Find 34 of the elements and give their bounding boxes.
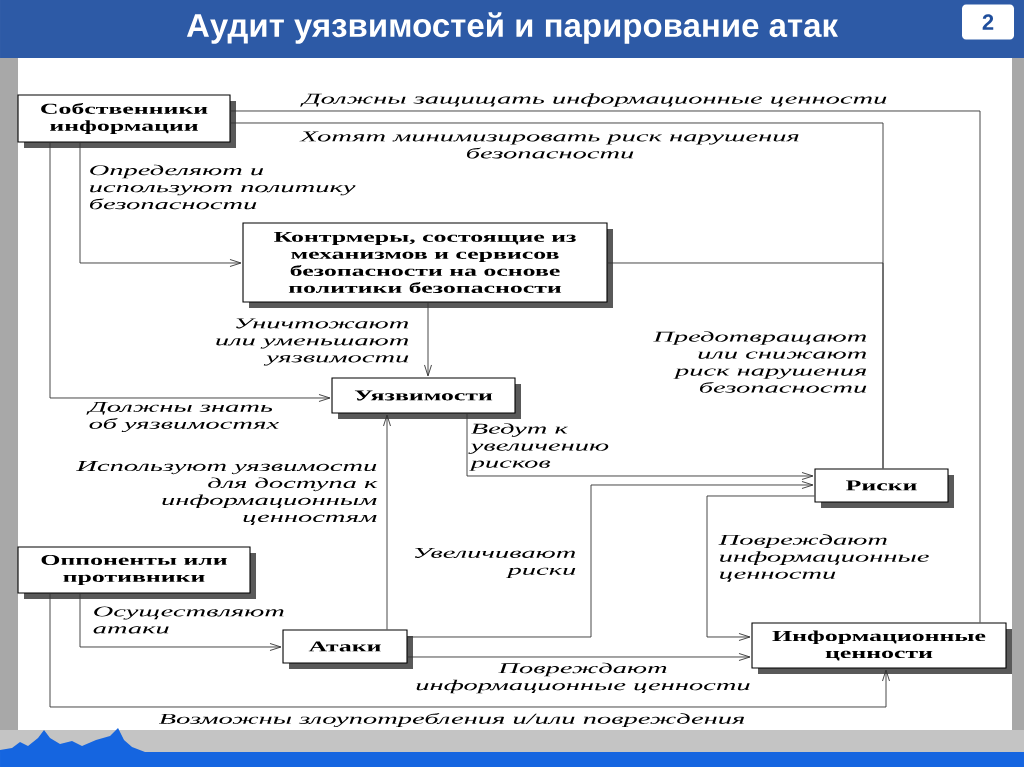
- entity-box: Уязвимости: [331, 377, 521, 419]
- edge-label: Должны защищать информационные ценности: [300, 93, 887, 107]
- arrow: [424, 302, 432, 377]
- edge-label: Ведут к увеличению рисков: [468, 423, 609, 471]
- connector-line: [230, 110, 981, 623]
- page-number: 2: [962, 4, 1014, 40]
- edge-label: Используют уязвимости для доступа к информационным ценностям: [76, 461, 378, 525]
- arrow: [49, 593, 890, 708]
- edge-label: Возможны злоупотребления и/или повреждения: [158, 713, 745, 727]
- connector-line: [607, 262, 884, 469]
- edge-label: Осуществляют атаки: [93, 606, 284, 634]
- edge-label: Определяют и используют политику безопасности: [89, 164, 356, 210]
- arrow: [466, 413, 814, 480]
- entity-box: Информационные ценности: [751, 622, 1012, 674]
- entity-box: Собственники информации: [17, 94, 236, 148]
- entity-box: Контрмеры, состоящие из механизмов и сервисов безопасности на основе политики безопасности: [242, 222, 613, 308]
- arrow: [407, 653, 751, 661]
- arrow: [79, 142, 242, 267]
- arrow: [79, 593, 282, 651]
- arrow: [706, 495, 815, 641]
- entity-box: Атаки: [282, 629, 413, 669]
- edge-label: Предотвращают или снижают риск нарушения безопасности: [653, 331, 867, 393]
- edge-label: Должны знать об уязвимостях: [86, 401, 279, 432]
- edge-label: Уничтожают или уменьшают уязвимости: [216, 318, 409, 366]
- arrow: [49, 142, 331, 402]
- entity-box: Риски: [814, 468, 954, 508]
- edge-label: Хотят минимизировать риск нарушения безопасности: [299, 131, 799, 159]
- slide-title: Аудит уязвимостей и парирование атак: [186, 12, 838, 44]
- arrow: [407, 481, 814, 638]
- edge-label: Увеличивают риски: [415, 548, 576, 578]
- entity-box: Оппоненты или противники: [17, 546, 256, 599]
- arrow: [383, 414, 391, 630]
- edge-label: Повреждают информационные ценности: [718, 534, 929, 582]
- edge-label: Повреждают информационные ценности: [416, 662, 750, 694]
